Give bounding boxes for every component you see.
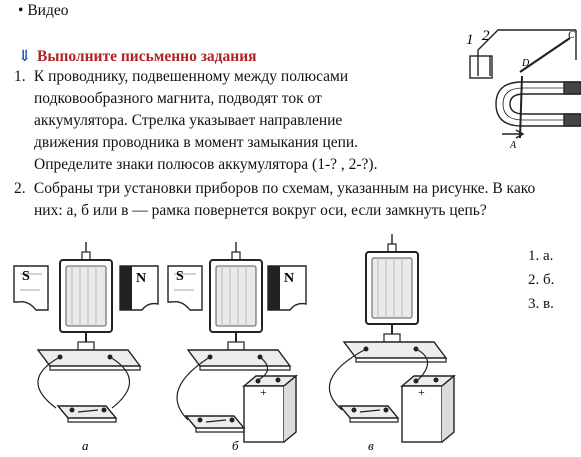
- terminal-block: [469, 55, 493, 79]
- magnet-conductor-figure: 1 2 C D A: [466, 28, 581, 151]
- setup-v-plus: +: [418, 385, 425, 399]
- bullet-symbol: •: [18, 2, 24, 19]
- task-1-number: 1.: [14, 68, 26, 85]
- setup-a-label-n: N: [136, 271, 146, 286]
- setup-a-meter: [57, 405, 117, 423]
- setup-b-wire-right: [257, 356, 269, 381]
- magnet-hatch-line: [502, 87, 581, 121]
- setup-a-label-s: S: [22, 269, 30, 284]
- setup-v-caption: в: [368, 438, 374, 453]
- section-heading: ⇓ Выполните письменно задания: [18, 46, 257, 66]
- magnet-outer-outline: [495, 81, 581, 127]
- task-1: 1. К проводнику, подвешенному между полю…: [14, 66, 377, 176]
- task-1-line-1: К проводнику, подвешенному между полюсам…: [33, 68, 349, 85]
- setup-v-coil-frame: [343, 233, 447, 363]
- heading-text: Выполните письменно задания: [37, 48, 257, 65]
- setup-v-wire-right: [415, 348, 429, 381]
- setup-v-battery: [401, 375, 455, 443]
- label-2: 2: [482, 28, 490, 44]
- setup-v: + в: [328, 233, 455, 453]
- task-1-line-4: движения проводника в момент замыкания ц…: [34, 134, 359, 151]
- task-1-line-3: аккумулятора. Стрелка указывает направле…: [34, 112, 343, 129]
- setup-b: S N + б: [167, 241, 307, 453]
- setup-b-wire-left: [176, 356, 211, 421]
- setup-b-caption: б: [232, 438, 239, 453]
- answer-option-1[interactable]: 1. а.: [528, 248, 554, 264]
- setup-b-plus: +: [260, 385, 267, 399]
- video-link[interactable]: Видео: [27, 2, 69, 19]
- conductor-rod: [519, 75, 523, 139]
- task-2: 2. Собраны три установки приборов по схе…: [14, 178, 581, 222]
- setup-a-caption: а: [82, 438, 89, 453]
- setup-v-wire-left: [328, 348, 367, 411]
- task-1-line-5: Определите знаки полюсов аккумулятора (1…: [34, 156, 378, 173]
- task-2-number: 2.: [14, 180, 26, 197]
- setup-v-meter: [339, 405, 399, 423]
- setup-b-magnet-s: [167, 265, 203, 311]
- setup-b-battery: [243, 375, 297, 443]
- setup-b-label-n: N: [284, 271, 294, 286]
- task-2-line-1: Собраны три установки приборов по схемам…: [33, 180, 536, 197]
- magnet-pole-top: [563, 81, 581, 95]
- three-setups-figure: S N а S N + б + в: [13, 233, 455, 453]
- magnet-pole-bottom: [563, 113, 581, 127]
- task-2-line-2: них: а, б или в — рамка повернется вокру…: [34, 202, 487, 219]
- label-1: 1: [466, 32, 474, 48]
- setup-a-wire-left: [37, 356, 61, 409]
- frame-top: [477, 29, 576, 51]
- pin-icon: ⇓: [18, 48, 31, 65]
- setup-a-wire-right: [109, 356, 130, 409]
- answer-option-3[interactable]: 3. в.: [528, 296, 554, 312]
- label-c: C: [568, 30, 575, 41]
- video-bullet[interactable]: • Видео: [18, 0, 68, 22]
- setup-b-meter: [185, 415, 245, 433]
- setup-a: S N а: [13, 241, 159, 453]
- answer-option-2[interactable]: 2. б.: [528, 272, 555, 288]
- label-d: D: [521, 58, 530, 69]
- task-1-line-2: подковообразного магнита, подводят ток о…: [34, 90, 322, 107]
- motion-arrow-head: [515, 129, 525, 139]
- label-a: A: [509, 140, 517, 151]
- setup-b-label-s: S: [176, 269, 184, 284]
- setup-a-magnet-s: [13, 265, 49, 311]
- magnet-inner-outline: [509, 93, 581, 115]
- answer-options: 1. а. 2. б. 3. в.: [528, 244, 554, 316]
- conductor-rod-top: [519, 37, 571, 73]
